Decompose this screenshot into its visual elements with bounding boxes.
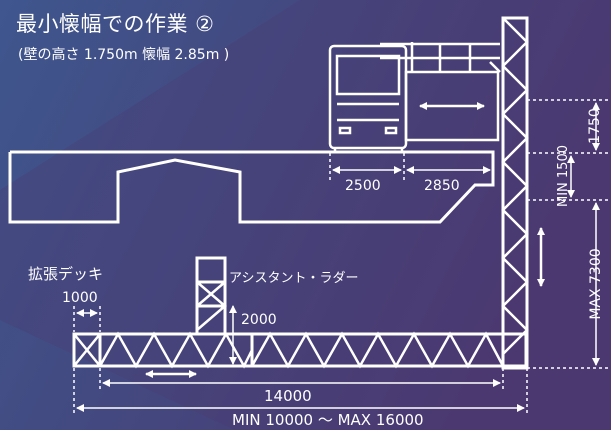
dim-1750-label: 1750: [587, 108, 603, 144]
assistant-ladder-label: アシスタント・ラダー: [229, 271, 359, 286]
truck-headlight-right: [384, 126, 398, 135]
deck-width-label: 1000: [62, 290, 98, 306]
dim-max-7300-label: MAX 7300: [588, 248, 604, 320]
ladder-height-label: 2000: [241, 312, 277, 328]
truck-headlight-left: [338, 126, 352, 135]
dimension-lines: [73, 99, 611, 414]
diagram-title: 最小懐幅での作業 ②: [16, 12, 215, 36]
min-max-range-label: MIN 10000 ～ MAX 16000: [232, 411, 424, 429]
diagram-subtitle: (壁の高さ 1.750m 懐幅 2.85m ): [18, 47, 230, 63]
assistant-ladder: [195, 256, 227, 336]
span-14000-label: 14000: [264, 387, 312, 405]
vertical-mast: [501, 16, 529, 370]
truck-windshield: [335, 54, 401, 96]
deck-caption: 拡張デッキ: [28, 265, 104, 283]
dim-min-1500-label: MIN 1500: [556, 145, 571, 207]
boom-deck: [380, 42, 501, 142]
dim-2500-label: 2500: [345, 178, 381, 194]
dim-2850-label: 2850: [424, 178, 460, 194]
lower-platform: [72, 331, 528, 369]
